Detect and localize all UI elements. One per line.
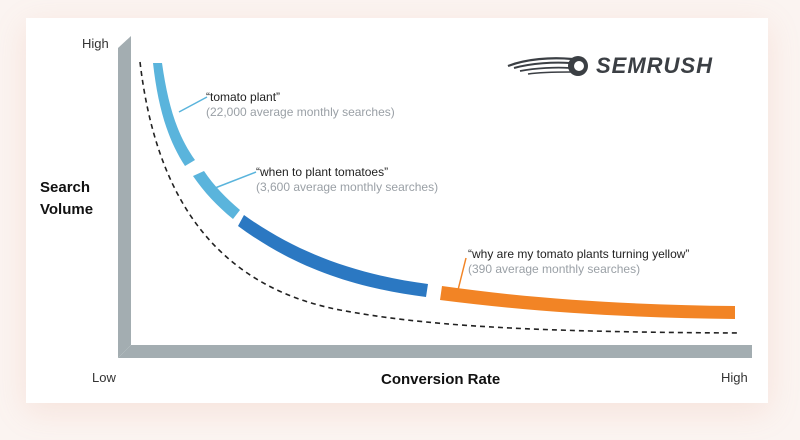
diagram-card bbox=[26, 18, 768, 403]
keyword-annotation-tail: “why are my tomato plants turning yellow… bbox=[468, 247, 689, 277]
curve-head-segment bbox=[153, 63, 195, 166]
x-axis-high-label: High bbox=[721, 370, 748, 385]
keyword-volume: (3,600 average monthly searches) bbox=[256, 180, 439, 194]
keyword-phrase: “why are my tomato plants turning yellow… bbox=[468, 247, 690, 261]
comet-logo-icon bbox=[507, 56, 588, 76]
curve-body-segment bbox=[238, 215, 428, 297]
curve-tail-segment bbox=[440, 286, 735, 319]
trend-curve-dashed bbox=[139, 61, 741, 334]
connector-body bbox=[214, 171, 257, 189]
connector-head bbox=[178, 96, 208, 113]
brand-logo: SEMRUSH bbox=[506, 53, 713, 79]
y-axis-high-label: High bbox=[82, 36, 109, 51]
keyword-volume: (390 average monthly searches) bbox=[468, 262, 641, 276]
keyword-annotation-head: “tomato plant” (22,000 average monthly s… bbox=[206, 90, 395, 120]
x-axis-bar bbox=[118, 345, 752, 358]
x-axis-low-label: Low bbox=[92, 370, 116, 385]
y-axis-bar bbox=[118, 36, 131, 358]
keyword-volume: (22,000 average monthly searches) bbox=[206, 105, 395, 119]
connector-tail bbox=[457, 257, 467, 291]
keyword-phrase: “when to plant tomatoes” bbox=[256, 165, 389, 179]
keyword-phrase: “tomato plant” bbox=[206, 90, 281, 104]
x-axis-title: Conversion Rate bbox=[381, 371, 501, 388]
curve-head-segment-2 bbox=[193, 171, 240, 219]
brand-name: SEMRUSH bbox=[596, 53, 714, 78]
y-axis-title: Search Volume bbox=[40, 179, 94, 218]
keyword-annotation-body: “when to plant tomatoes” (3,600 average … bbox=[256, 165, 438, 195]
